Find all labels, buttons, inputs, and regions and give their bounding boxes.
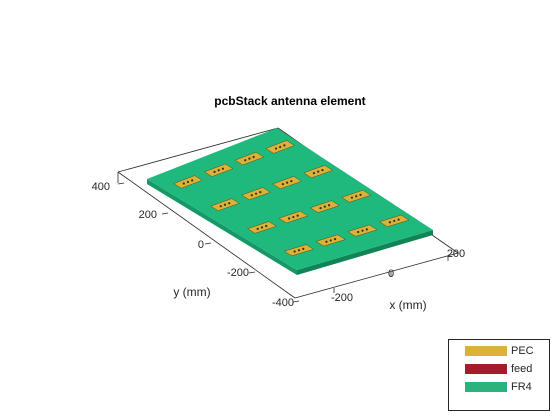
via-dot <box>274 147 278 150</box>
via-dot <box>254 192 258 195</box>
y-tick-label: -400 <box>272 297 294 309</box>
legend-label: FR4 <box>511 381 532 393</box>
legend-item-feed: feed <box>465 363 532 375</box>
via-dot <box>223 203 227 206</box>
via-dot <box>248 157 251 160</box>
via-dot <box>357 230 360 234</box>
via-dot <box>260 226 264 229</box>
via-dot <box>281 183 284 186</box>
via-dot <box>397 218 400 221</box>
via-dot <box>228 202 231 205</box>
board-side-front <box>147 179 297 275</box>
x-axis-label: x (mm) <box>389 298 426 312</box>
plot-title: pcbStack antenna element <box>214 94 365 108</box>
legend-swatch <box>465 346 507 356</box>
x-tick-label: 200 <box>447 248 465 260</box>
via-dot <box>250 194 253 197</box>
x-tick-label: -200 <box>331 292 353 304</box>
via-dot <box>244 159 247 162</box>
board-side-right <box>297 230 433 275</box>
via-dot <box>186 180 190 184</box>
via-dot <box>296 214 299 217</box>
via-dot <box>219 205 222 208</box>
via-dot <box>290 180 293 183</box>
x-axis-ticks: -200 0 200 <box>331 248 465 304</box>
legend-label: PEC <box>511 345 534 357</box>
via-dot <box>191 179 194 182</box>
y-axis-line <box>117 171 296 299</box>
via-dot <box>286 181 289 184</box>
via-dot <box>302 247 305 250</box>
via-dot <box>292 215 295 219</box>
via-dot <box>265 224 268 228</box>
via-dot <box>221 167 224 170</box>
via-dot <box>333 238 337 241</box>
via-dot <box>252 155 255 159</box>
y-axis-ticks: 400 200 0 -200 -400 <box>92 181 300 309</box>
y-tick-label: 400 <box>92 181 110 193</box>
via-dot <box>361 229 364 232</box>
via-dot <box>256 227 259 230</box>
back-edge-top <box>117 127 279 173</box>
via-dot <box>213 170 216 173</box>
via-dot <box>182 182 185 185</box>
legend: PEC feed FR4 <box>448 339 550 411</box>
y-tick-label: 0 <box>198 239 204 251</box>
via-dot <box>327 204 331 207</box>
via-dot <box>321 169 324 172</box>
via-dot <box>388 221 392 224</box>
via-dot <box>293 250 296 253</box>
via-dot <box>312 172 316 175</box>
legend-label: feed <box>511 363 533 375</box>
x-axis-line <box>294 252 459 299</box>
via-dot <box>393 219 396 223</box>
patch-array <box>173 140 410 257</box>
legend-swatch <box>465 382 507 392</box>
via-dot <box>297 249 301 252</box>
via-dot <box>325 240 328 243</box>
via-dot <box>355 195 358 198</box>
via-dot <box>259 191 262 194</box>
via-dot <box>365 228 368 231</box>
y-tick-label: 200 <box>139 209 157 221</box>
via-dot <box>319 206 322 210</box>
via-dot <box>217 169 220 172</box>
y-axis-label: y (mm) <box>173 285 210 299</box>
x-tick-label: 0 <box>388 268 394 280</box>
via-dot <box>323 205 326 208</box>
via-dot <box>329 239 332 242</box>
board-top <box>147 128 433 270</box>
via-dot <box>359 193 362 196</box>
via-dot <box>279 145 282 149</box>
via-dot <box>350 196 354 199</box>
via-dot <box>283 144 286 147</box>
y-tick-label: -200 <box>227 267 249 279</box>
legend-item-fr4: FR4 <box>465 381 532 393</box>
legend-swatch <box>465 364 507 374</box>
via-dot <box>317 170 320 173</box>
legend-item-pec: PEC <box>465 345 534 357</box>
via-dot <box>288 217 291 220</box>
